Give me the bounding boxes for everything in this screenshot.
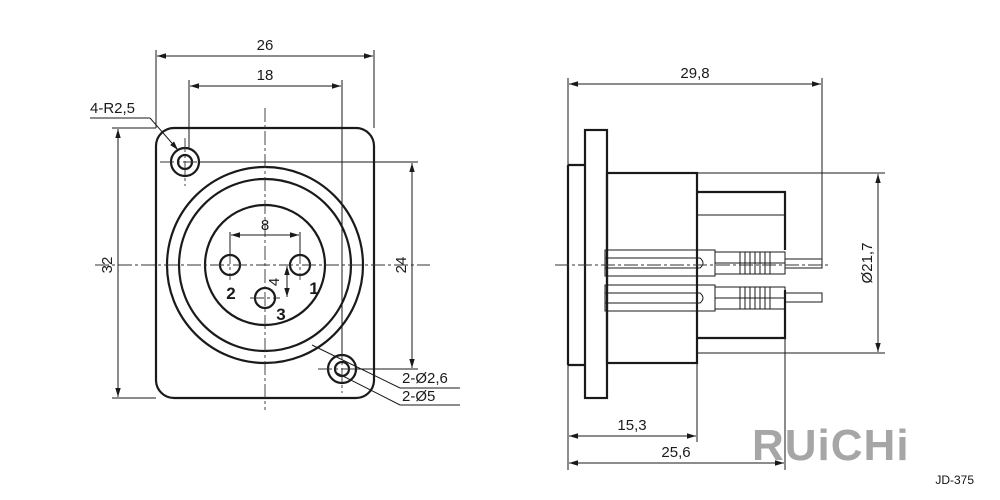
contact-lower-slot: [605, 292, 704, 304]
dim-height-label: 32: [99, 257, 116, 274]
contact-lower-sleeve: [604, 284, 716, 312]
dim-overall-depth-label: 25,6: [661, 444, 690, 461]
dim-hole-spacing-label: 18: [257, 67, 274, 84]
corner-radius-label: 4-R2,5: [90, 100, 135, 117]
brand-logo: RUiCHi: [752, 421, 910, 470]
model-code: JD-375: [935, 473, 974, 487]
dim-width-label: 26: [257, 37, 274, 54]
solder-pin-upper: [784, 258, 823, 269]
solder-pin-lower: [784, 292, 823, 303]
contact-upper-slot: [605, 257, 704, 269]
front-view: 26 18 32 24 8 4 1 2 3 4-R2,5: [90, 37, 460, 410]
leader-hole-small: [311, 344, 401, 389]
leader-corner-radius: [149, 117, 179, 151]
side-flange: [583, 128, 609, 400]
pin-label-3: 3: [276, 305, 285, 324]
dim-total-length-label: 29,8: [680, 65, 709, 82]
dim-pin-spacing-label: 8: [261, 217, 269, 234]
dim-hole-vertical-label: 24: [393, 257, 410, 274]
pin-label-1: 1: [309, 279, 318, 298]
dim-diameter-label: Ø21,7: [859, 243, 876, 284]
contact-upper-sleeve: [604, 249, 716, 277]
dim-body-depth-label: 15,3: [617, 417, 646, 434]
dim-pin-offset-label: 4: [266, 278, 283, 286]
pin-label-2: 2: [226, 284, 235, 303]
leader-hole-large: [334, 371, 401, 406]
side-view: 29,8 Ø21,7 15,3 25,6: [555, 65, 885, 470]
hole-large-label: 2-Ø5: [402, 388, 435, 405]
hole-small-label: 2-Ø2,6: [402, 370, 448, 387]
